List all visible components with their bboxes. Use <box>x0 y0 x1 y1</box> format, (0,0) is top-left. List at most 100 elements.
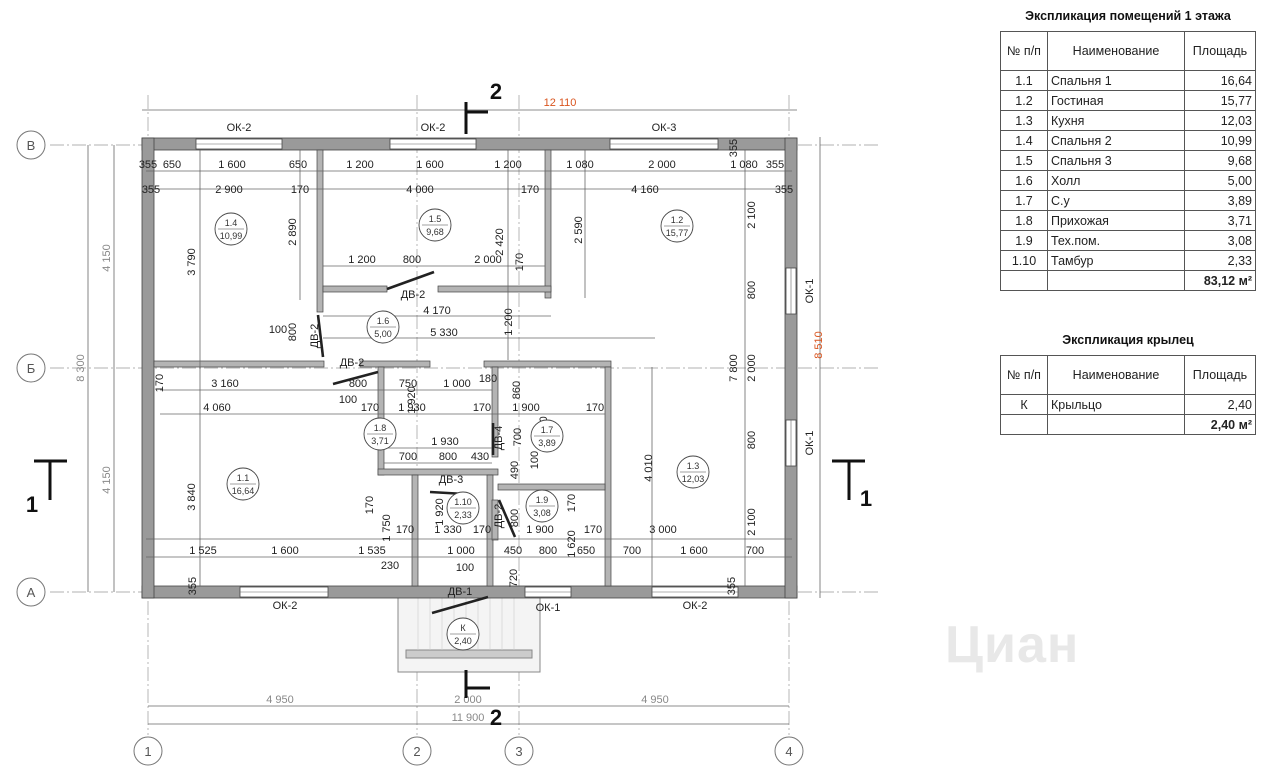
room-tag: 1.59,68 <box>418 208 452 242</box>
door-label: ДВ-1 <box>448 586 473 598</box>
dimension-number: 1 525 <box>189 545 217 557</box>
dimension-number: 170 <box>586 402 604 414</box>
room-area: 3,08 <box>533 508 551 518</box>
dimension-number: 7 800 <box>728 354 740 382</box>
dimension-number: 2 100 <box>746 508 758 536</box>
room-tag: 1.102,33 <box>446 491 480 525</box>
total-area: 2,40 м² <box>1184 414 1256 435</box>
section-mark-bottom: 2 <box>490 705 502 730</box>
column-header: № п/п <box>1000 31 1048 71</box>
cell-name: Спальня 2 <box>1047 130 1185 151</box>
dimension-number: 2 000 <box>648 159 676 171</box>
section-mark-right: 1 <box>860 486 872 511</box>
dimension-number: 800 <box>509 509 521 527</box>
axis-label-1: 1 <box>144 744 151 759</box>
dimension-number: 170 <box>584 524 602 536</box>
cell-number: 1.9 <box>1000 230 1048 251</box>
column-header: Наименование <box>1047 31 1185 71</box>
dimension-number: 800 <box>539 545 557 557</box>
dimension-number: 700 <box>512 428 524 446</box>
cell-name: Спальня 3 <box>1047 150 1185 171</box>
room-number: 1.7 <box>541 425 554 435</box>
dimension-number: 800 <box>439 451 457 463</box>
cell-number: 1.8 <box>1000 210 1048 231</box>
dimension-number: 700 <box>746 545 764 557</box>
door-label: ДВ-2 <box>309 324 321 349</box>
dimension-number: 180 <box>479 373 497 385</box>
dim-bottom-part: 2 000 <box>454 694 482 706</box>
cell-name: С.у <box>1047 190 1185 211</box>
door-label: ДВ-2 <box>401 289 426 301</box>
section-mark-top: 2 <box>490 79 502 104</box>
dimension-number: 355 <box>728 139 740 157</box>
dimension-number: 1 930 <box>431 436 459 448</box>
total-area: 83,12 м² <box>1184 270 1256 291</box>
door-label: ДВ-3 <box>439 474 464 486</box>
dimension-number: 355 <box>766 159 784 171</box>
opening-labels: ОК-2 ОК-2 ОК-3 ОК-1 ОК-1 ОК-2 ОК-1 ОК-2 … <box>227 122 816 614</box>
dimension-number: 800 <box>746 281 758 299</box>
dimension-number: 3 790 <box>186 248 198 276</box>
dimension-number: 170 <box>396 524 414 536</box>
window-label: ОК-1 <box>536 602 561 614</box>
window-label: ОК-2 <box>227 122 252 134</box>
window-glazing <box>196 143 792 593</box>
cell-number: К <box>1000 394 1048 415</box>
room-number: 1.9 <box>536 495 549 505</box>
dimension-number: 355 <box>775 184 793 196</box>
dimension-number: 170 <box>154 374 166 392</box>
dimension-number: 2 590 <box>573 216 585 244</box>
dimension-number: 170 <box>566 494 578 512</box>
dimension-number: 100 <box>529 451 541 469</box>
floor-plan: .t { font-family: "Liberation Sans", san… <box>16 79 880 766</box>
axis-label-4: 4 <box>785 744 792 759</box>
dimension-number: 100 <box>269 324 287 336</box>
cell-area: 12,03 <box>1184 110 1256 131</box>
room-area: 3,71 <box>371 436 389 446</box>
dimension-number: 650 <box>163 159 181 171</box>
door-leaves <box>316 270 517 615</box>
cell-number: 1.3 <box>1000 110 1048 131</box>
dimension-number: 800 <box>403 254 421 266</box>
dimension-number: 100 <box>456 562 474 574</box>
cell-number: 1.5 <box>1000 150 1048 171</box>
dimension-number: 650 <box>577 545 595 557</box>
dimension-number: 430 <box>471 451 489 463</box>
axis-bubbles: В Б А 1 2 3 4 <box>16 130 804 766</box>
room-tag: 1.410,99 <box>214 212 248 246</box>
dimension-number: 800 <box>746 431 758 449</box>
dim-left-part: 4 150 <box>101 244 113 272</box>
dimension-number: 1 600 <box>680 545 708 557</box>
room-number: 1.10 <box>454 497 472 507</box>
dimension-number: 4 010 <box>643 454 655 482</box>
room-area: 2,40 <box>454 636 472 646</box>
dimension-number: 700 <box>623 545 641 557</box>
dimension-number: 1 200 <box>503 308 515 336</box>
dimension-number: 230 <box>381 560 399 572</box>
cell-name: Холл <box>1047 170 1185 191</box>
table-title-porches: Экспликация крылец <box>1062 333 1194 347</box>
dimension-number: 4 060 <box>203 402 231 414</box>
dimension-number: 2 000 <box>474 254 502 266</box>
room-tag: 1.9 3,08 <box>525 489 559 523</box>
window-label: ОК-2 <box>421 122 446 134</box>
door-label: ДВ-2 <box>493 504 505 529</box>
cell-area: 9,68 <box>1184 150 1256 171</box>
dimension-number: 2 000 <box>746 354 758 382</box>
dimension-number: 355 <box>726 577 738 595</box>
door-label: ДВ-4 <box>493 426 505 451</box>
room-tag: 1.116,64 <box>226 467 260 501</box>
overall-dimensions: 12 110 8 510 8 300 4 150 4 150 4 950 2 0… <box>75 97 825 725</box>
room-tag: 1.83,71 <box>363 417 397 451</box>
dimension-number: 1 000 <box>447 545 475 557</box>
room-tag: 1.65,00 <box>366 310 400 344</box>
room-number: К <box>460 623 466 633</box>
cell-number: 1.4 <box>1000 130 1048 151</box>
cell-number: 1.6 <box>1000 170 1048 191</box>
